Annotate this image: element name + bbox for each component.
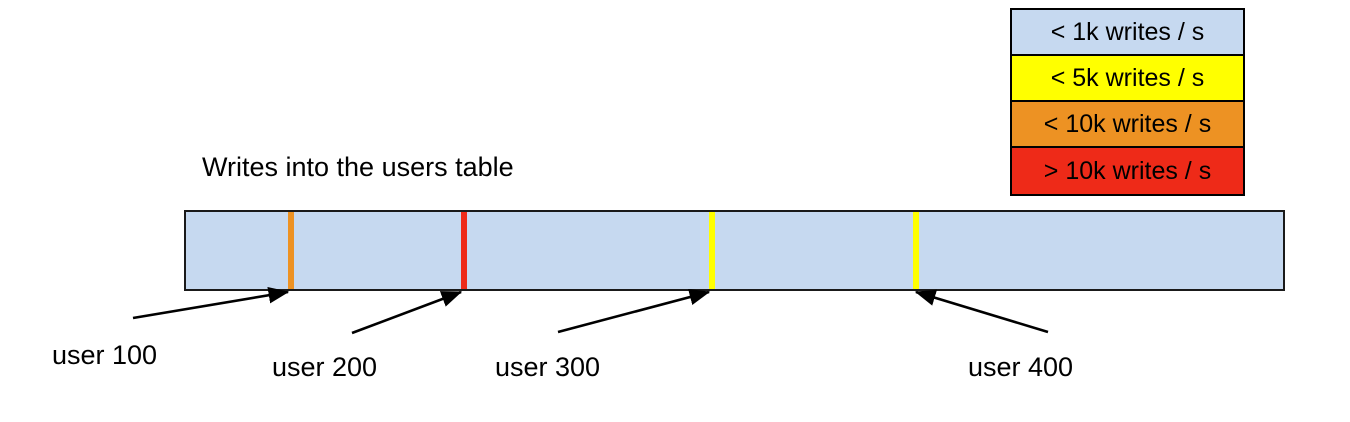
callout-arrow-user-300: [557, 288, 711, 334]
chart-title: Writes into the users table: [202, 152, 514, 182]
legend-label: < 1k writes / s: [1050, 17, 1205, 46]
marker-stripe-user-300: [709, 212, 715, 289]
legend-label: > 10k writes / s: [1043, 156, 1212, 185]
callout-arrow-user-200: [351, 290, 463, 335]
callout-label-user-400: user 400: [968, 352, 1074, 382]
marker-stripe-user-200: [461, 212, 467, 289]
callout-label-user-100: user 100: [52, 340, 158, 370]
legend-row: < 10k writes / s: [1012, 102, 1243, 148]
callout-arrow-user-400: [914, 289, 1049, 334]
legend-row: < 5k writes / s: [1012, 56, 1243, 102]
callout-label-user-300: user 300: [495, 352, 601, 382]
legend-label: < 10k writes / s: [1043, 109, 1212, 138]
callout-label-user-200: user 200: [272, 352, 378, 382]
legend-row: < 1k writes / s: [1012, 10, 1243, 56]
marker-stripe-user-400: [913, 212, 919, 289]
legend-row: > 10k writes / s: [1012, 148, 1243, 194]
callout-arrow-user-100: [132, 287, 290, 320]
users-table-strip: [184, 210, 1285, 291]
marker-stripe-user-100: [288, 212, 294, 289]
legend: < 1k writes / s < 5k writes / s < 10k wr…: [1010, 8, 1245, 196]
legend-label: < 5k writes / s: [1050, 63, 1205, 92]
